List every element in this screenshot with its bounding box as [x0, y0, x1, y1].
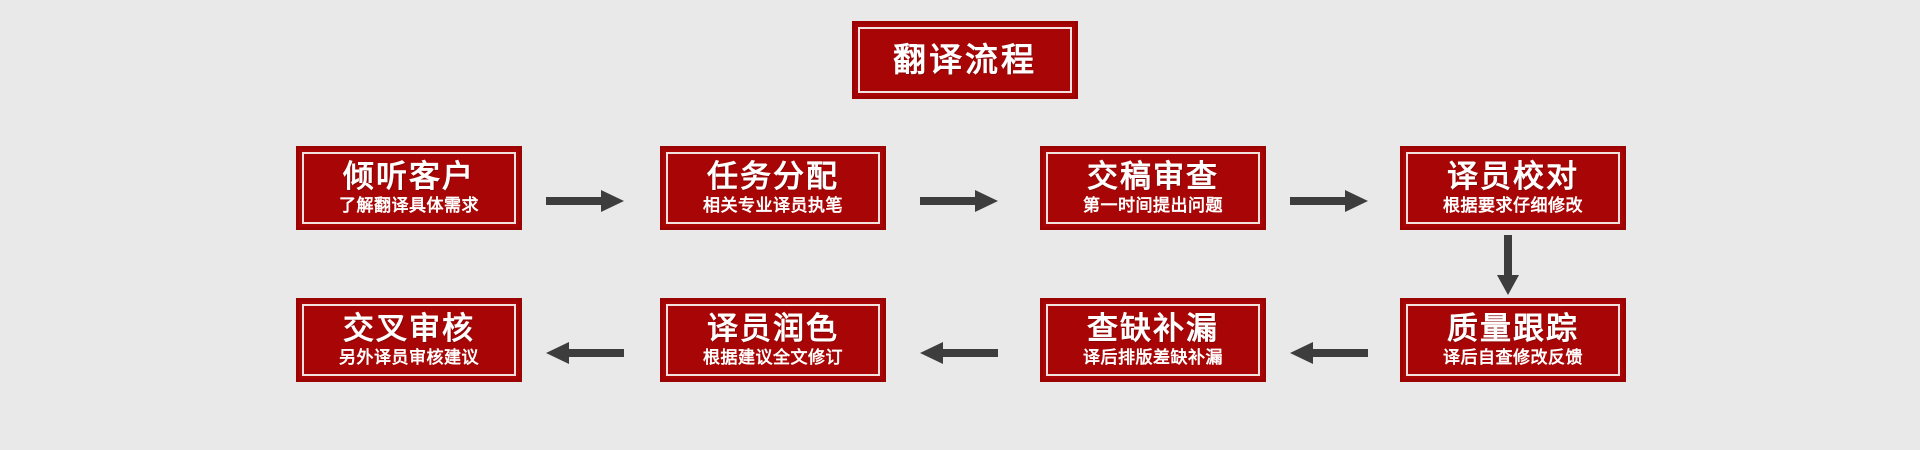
arrow-left-icon	[920, 338, 998, 368]
diagram-title-box: 翻译流程	[852, 21, 1078, 99]
step-box-8[interactable]: 交叉审核 另外译员审核建议	[296, 298, 522, 382]
arrow-right-icon	[546, 186, 624, 216]
step-box-7-inner: 译员润色 根据建议全文修订	[666, 304, 880, 376]
arrow-left-icon	[546, 338, 624, 368]
step-box-7[interactable]: 译员润色 根据建议全文修订	[660, 298, 886, 382]
step-box-5-inner: 质量跟踪 译后自查修改反馈	[1406, 304, 1620, 376]
step-box-1[interactable]: 倾听客户 了解翻译具体需求	[296, 146, 522, 230]
step-8-subtitle: 另外译员审核建议	[339, 348, 479, 369]
step-box-4-inner: 译员校对 根据要求仔细修改	[1406, 152, 1620, 224]
step-4-subtitle: 根据要求仔细修改	[1443, 196, 1583, 217]
step-2-subtitle: 相关专业译员执笔	[703, 196, 843, 217]
step-7-subtitle: 根据建议全文修订	[703, 348, 843, 369]
step-box-2[interactable]: 任务分配 相关专业译员执笔	[660, 146, 886, 230]
step-box-1-inner: 倾听客户 了解翻译具体需求	[302, 152, 516, 224]
diagram-title-inner: 翻译流程	[858, 27, 1072, 93]
step-box-5[interactable]: 质量跟踪 译后自查修改反馈	[1400, 298, 1626, 382]
step-box-4[interactable]: 译员校对 根据要求仔细修改	[1400, 146, 1626, 230]
step-3-subtitle: 第一时间提出问题	[1083, 196, 1223, 217]
arrow-right-icon	[1290, 186, 1368, 216]
arrow-down-icon	[1493, 235, 1523, 295]
step-box-2-inner: 任务分配 相关专业译员执笔	[666, 152, 880, 224]
step-2-title: 任务分配	[707, 159, 839, 196]
step-6-title: 查缺补漏	[1087, 311, 1219, 348]
diagram-title-text: 翻译流程	[893, 39, 1037, 79]
step-box-6[interactable]: 查缺补漏 译后排版差缺补漏	[1040, 298, 1266, 382]
step-box-8-inner: 交叉审核 另外译员审核建议	[302, 304, 516, 376]
arrow-right-icon	[920, 186, 998, 216]
step-box-6-inner: 查缺补漏 译后排版差缺补漏	[1046, 304, 1260, 376]
step-3-title: 交稿审查	[1087, 159, 1219, 196]
arrow-left-icon	[1290, 338, 1368, 368]
step-5-title: 质量跟踪	[1447, 311, 1579, 348]
step-6-subtitle: 译后排版差缺补漏	[1083, 348, 1223, 369]
step-8-title: 交叉审核	[343, 311, 475, 348]
step-7-title: 译员润色	[707, 311, 839, 348]
step-box-3-inner: 交稿审查 第一时间提出问题	[1046, 152, 1260, 224]
step-1-title: 倾听客户	[343, 159, 475, 196]
step-1-subtitle: 了解翻译具体需求	[339, 196, 479, 217]
step-4-title: 译员校对	[1447, 159, 1579, 196]
step-box-3[interactable]: 交稿审查 第一时间提出问题	[1040, 146, 1266, 230]
step-5-subtitle: 译后自查修改反馈	[1443, 348, 1583, 369]
